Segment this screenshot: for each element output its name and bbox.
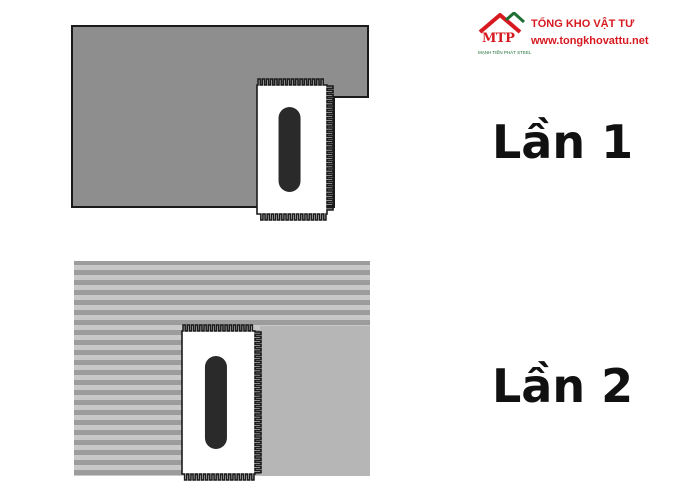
trowel-handle bbox=[204, 356, 227, 449]
trowel-handle bbox=[278, 107, 301, 192]
logo-tagline: MẠNH TIẾN PHÁT STEEL bbox=[478, 50, 532, 55]
notched-trowel-icon bbox=[256, 78, 334, 221]
step-1-panel bbox=[71, 25, 369, 221]
notched-trowel-icon bbox=[181, 324, 262, 481]
step-2-label: Lần 2 bbox=[492, 359, 634, 413]
step-2-panel bbox=[74, 261, 370, 481]
adhesive-surface-plain bbox=[260, 326, 370, 476]
website-url: www.tongkhovattu.net bbox=[531, 35, 649, 47]
brand-logo: MTP MẠNH TIẾN PHÁT STEEL TỔNG KHO VẬT TƯ… bbox=[476, 12, 676, 60]
step-1-label: Lần 1 bbox=[492, 115, 634, 169]
logo-mark-text: MTP bbox=[482, 31, 515, 46]
house-roof-icon bbox=[478, 12, 526, 34]
brand-name: TỔNG KHO VẬT TƯ bbox=[531, 18, 635, 30]
